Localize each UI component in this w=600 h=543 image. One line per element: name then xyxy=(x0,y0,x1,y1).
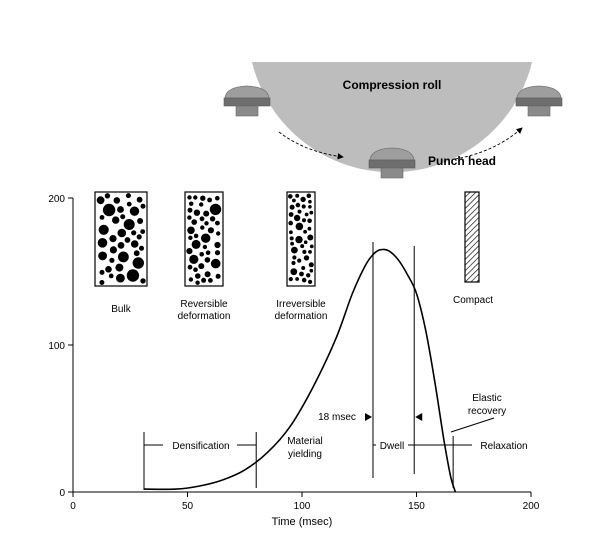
punch-icon xyxy=(368,147,416,179)
arrow-in xyxy=(278,131,344,160)
punch-icon xyxy=(515,85,563,117)
x-tick-label: 50 xyxy=(182,501,194,512)
x-axis-label: Time (msec) xyxy=(272,516,333,528)
dwell-arrow-left xyxy=(364,413,372,421)
x-ticks: 0 50 100 150 200 xyxy=(70,492,540,512)
elastic-recovery-label-1: Elastic xyxy=(472,393,501,404)
y-ticks: 0 100 200 xyxy=(48,194,73,499)
phase-markers xyxy=(143,242,495,490)
arrow-out xyxy=(454,127,523,160)
material-yielding-label-2: yielding xyxy=(288,449,322,460)
stage-compact: Compact xyxy=(453,191,493,306)
force-curve xyxy=(143,248,457,493)
chart: 0 100 200 0 50 100 150 200 Time (msec) xyxy=(48,194,539,528)
y-tick-label: 0 xyxy=(59,488,65,499)
compression-roll: Compression roll xyxy=(252,62,532,173)
y-tick-label: 100 xyxy=(48,341,65,352)
stage-label: Reversible xyxy=(180,299,228,310)
relaxation-label: Relaxation xyxy=(480,441,527,452)
elastic-recovery-label-2: recovery xyxy=(468,406,506,417)
roll-label: Compression roll xyxy=(343,78,442,92)
y-tick-label: 200 xyxy=(48,194,65,205)
punch-label: Punch head xyxy=(428,154,496,168)
material-yielding-label-1: Material xyxy=(287,436,323,447)
dwell-time-label: 18 msec xyxy=(318,412,356,423)
x-tick-label: 100 xyxy=(294,501,311,512)
stage-label: Irreversible xyxy=(276,299,326,310)
stage-label: deformation xyxy=(275,311,328,322)
roll-shape xyxy=(252,62,532,173)
densification-label: Densification xyxy=(172,441,229,452)
phase-labels: Densification Material yielding Dwell Re… xyxy=(172,393,527,460)
stage-label: deformation xyxy=(178,311,231,322)
dwell-label: Dwell xyxy=(380,441,404,452)
x-tick-label: 0 xyxy=(70,501,76,512)
elastic-recovery-leader xyxy=(450,417,495,433)
stage-label: Compact xyxy=(453,295,493,306)
punch-icon xyxy=(223,85,271,117)
x-tick-label: 150 xyxy=(408,501,425,512)
stage-bulk: Bulk xyxy=(94,191,148,315)
punches xyxy=(223,85,563,179)
stage-label: Bulk xyxy=(111,304,131,315)
dwell-arrow-right xyxy=(415,413,423,421)
x-tick-label: 200 xyxy=(523,501,540,512)
motion-arrows xyxy=(278,127,523,160)
